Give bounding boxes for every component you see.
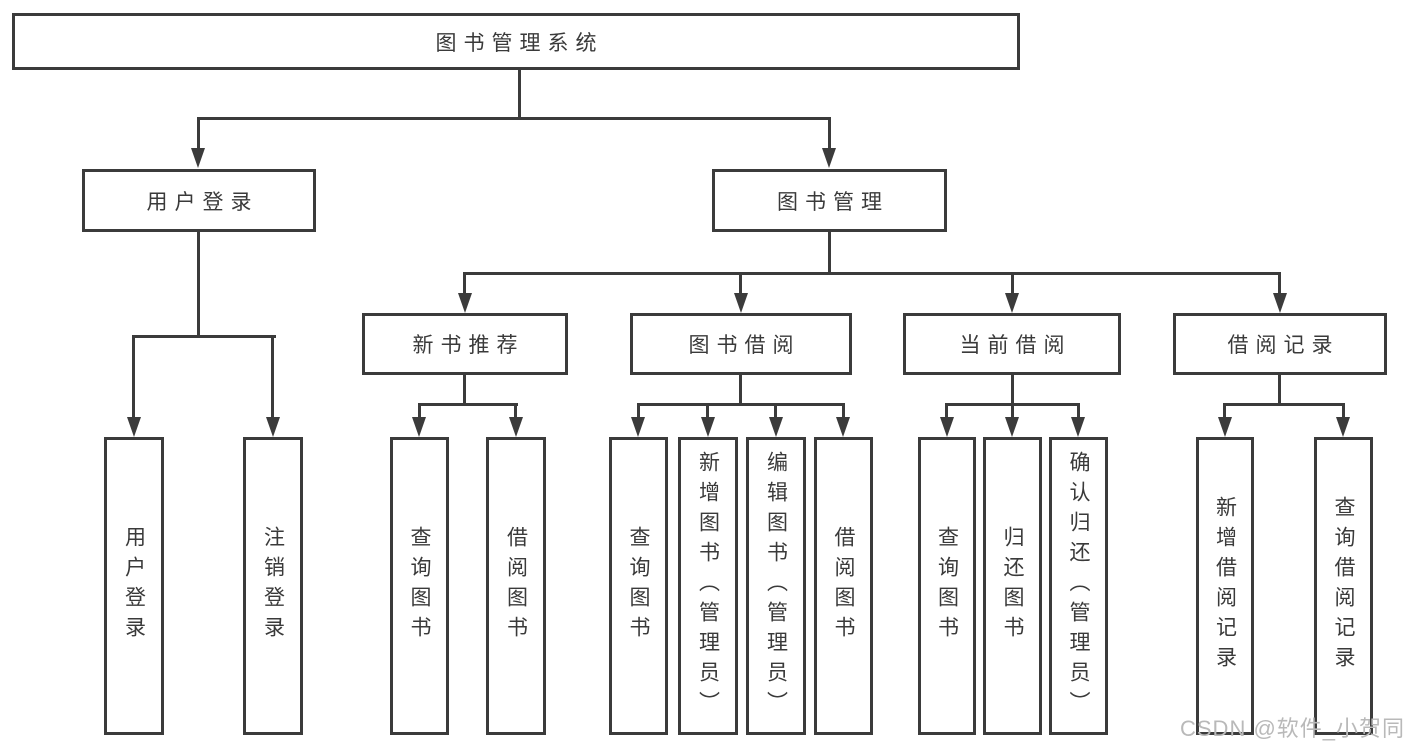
connector-line [1278,375,1281,406]
connector-arrowhead [769,417,783,437]
leaf-borrow-edit-book-admin: 编辑图书（管理员） [746,437,806,735]
connector-line [1342,403,1345,418]
leaf-recommend-borrow-book: 借阅图书 [486,437,546,735]
connector-arrowhead [191,148,205,168]
connector-line [271,335,274,417]
connector-line [1011,403,1014,418]
leaf-logout-login: 注销登录 [243,437,303,735]
connector-line [774,403,777,418]
node-new-book-recommend: 新书推荐 [362,313,568,375]
connector-line [132,335,276,338]
leaf-borrow-query-book: 查询图书 [609,437,668,735]
connector-arrowhead [266,417,280,437]
connector-arrowhead [1071,417,1085,437]
connector-line [1223,403,1226,418]
connector-arrowhead [1336,417,1350,437]
connector-arrowhead [940,417,954,437]
watermark: CSDN @软件_小贺同学 [1180,716,1405,741]
connector-line [463,375,466,406]
connector-line [828,117,831,150]
connector-line [197,117,831,120]
connector-line [637,403,845,406]
node-library-management-system: 图书管理系统 [12,13,1020,70]
connector-line [1011,272,1014,293]
leaf-user-login: 用户登录 [104,437,164,735]
connector-line [132,335,135,417]
connector-line [418,403,421,418]
connector-line [828,232,831,275]
leaf-current-query-book: 查询图书 [918,437,976,735]
leaf-records-add-record: 新增借阅记录 [1196,437,1254,735]
connector-line [197,117,200,150]
node-user-login: 用户登录 [82,169,316,232]
connector-line [1011,375,1014,406]
leaf-recommend-query-book: 查询图书 [390,437,449,735]
leaf-records-query-record: 查询借阅记录 [1314,437,1373,735]
connector-arrowhead [458,293,472,313]
connector-line [418,403,518,406]
node-current-borrowing: 当前借阅 [903,313,1121,375]
connector-line [197,232,200,338]
connector-arrowhead [1005,417,1019,437]
node-borrowing-records: 借阅记录 [1173,313,1387,375]
connector-line [514,403,517,418]
connector-arrowhead [1005,293,1019,313]
connector-line [842,403,845,418]
leaf-current-confirm-return-admin: 确认归还（管理员） [1049,437,1108,735]
connector-arrowhead [836,417,850,437]
leaf-borrow-borrow-book: 借阅图书 [814,437,873,735]
connector-arrowhead [822,148,836,168]
connector-line [739,375,742,406]
connector-line [706,403,709,418]
connector-line [463,272,1281,275]
connector-line [518,70,521,117]
node-book-borrowing: 图书借阅 [630,313,852,375]
connector-line [1223,403,1345,406]
connector-arrowhead [1273,293,1287,313]
connector-line [945,403,948,418]
connector-arrowhead [412,417,426,437]
connector-arrowhead [734,293,748,313]
leaf-borrow-add-book-admin: 新增图书（管理员） [678,437,738,735]
connector-line [739,272,742,293]
connector-arrowhead [1218,417,1232,437]
connector-arrowhead [631,417,645,437]
leaf-current-return-book: 归还图书 [983,437,1042,735]
node-book-management: 图书管理 [712,169,947,232]
connector-line [463,272,466,293]
connector-arrowhead [127,417,141,437]
connector-arrowhead [701,417,715,437]
connector-line [1278,272,1281,293]
connector-line [1077,403,1080,418]
connector-arrowhead [509,417,523,437]
connector-line [637,403,640,418]
